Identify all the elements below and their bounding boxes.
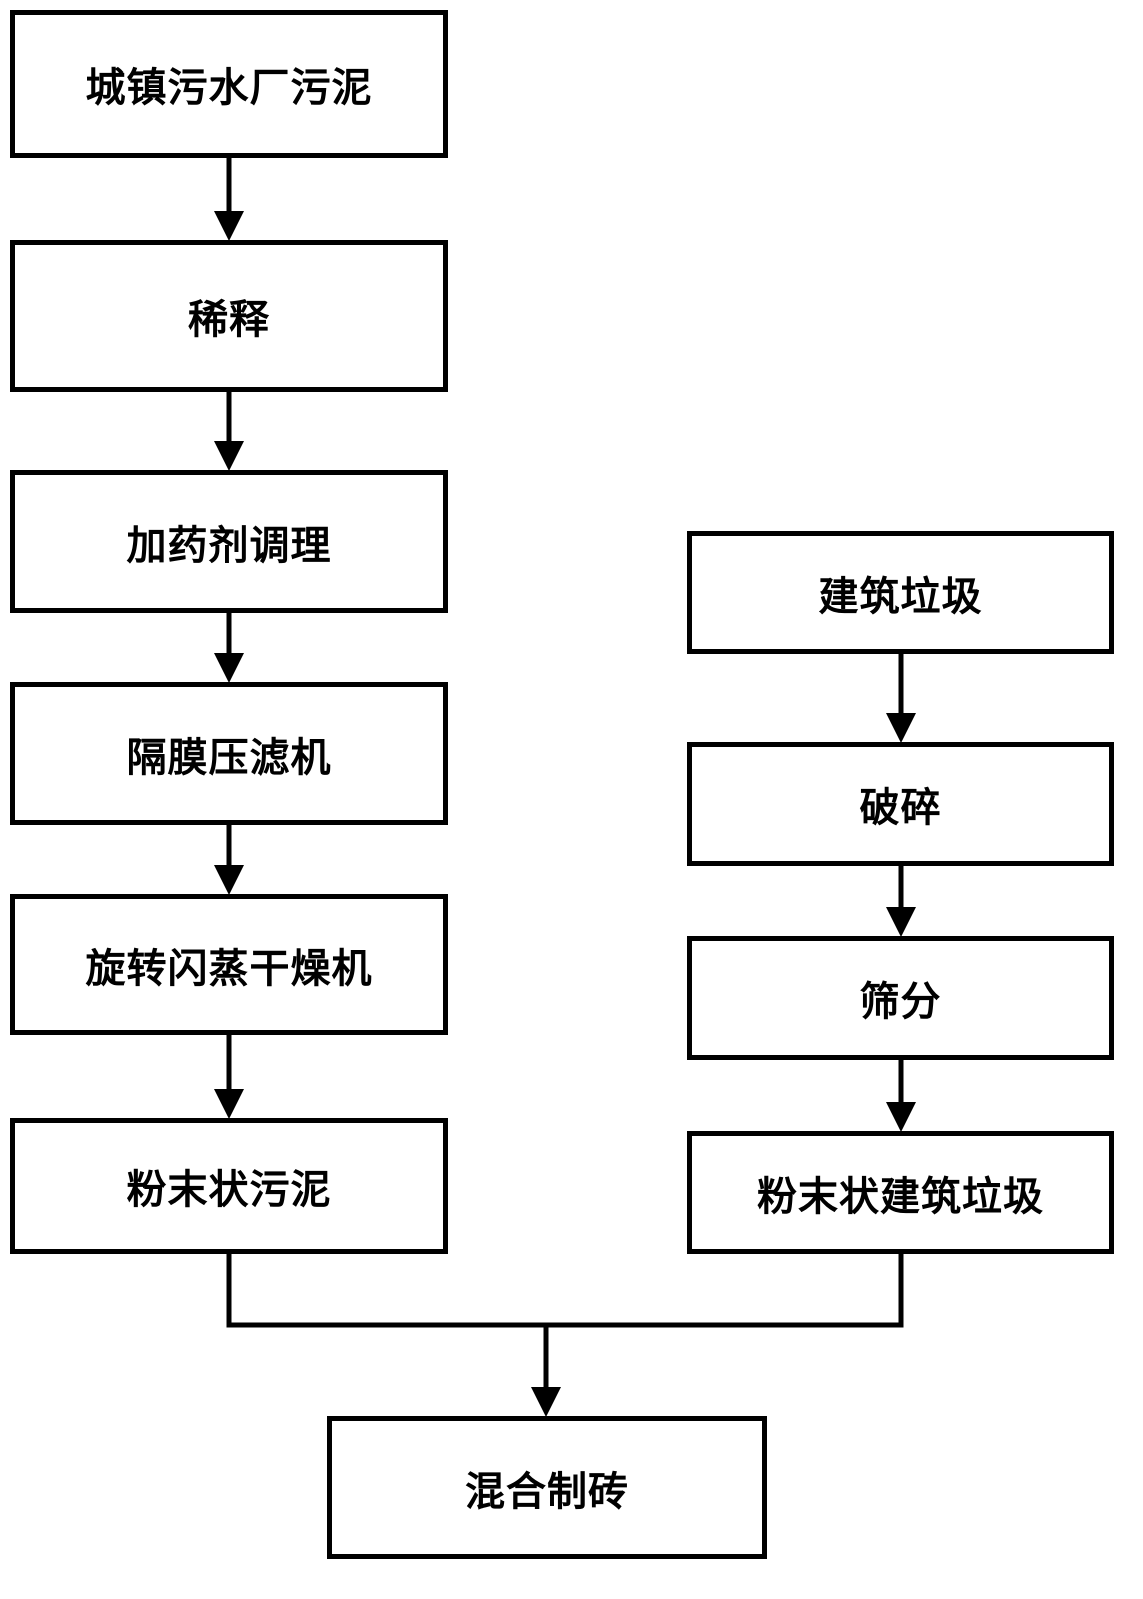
step-municipal-sludge: 城镇污水厂污泥: [10, 10, 448, 158]
step-powdered-sludge: 粉末状污泥: [10, 1118, 448, 1254]
merge-line: [226, 1254, 904, 1328]
step-dilution: 稀释: [10, 240, 448, 392]
step-mix-brickmaking: 混合制砖: [327, 1416, 767, 1559]
step-chemical-conditioning: 加药剂调理: [10, 470, 448, 613]
step-powdered-construction-waste: 粉末状建筑垃圾: [687, 1131, 1114, 1254]
step-diaphragm-filter-press: 隔膜压滤机: [10, 682, 448, 825]
step-construction-waste: 建筑垃圾: [687, 531, 1114, 654]
step-screening: 筛分: [687, 936, 1114, 1060]
step-rotary-flash-dryer: 旋转闪蒸干燥机: [10, 894, 448, 1035]
step-crushing: 破碎: [687, 742, 1114, 866]
